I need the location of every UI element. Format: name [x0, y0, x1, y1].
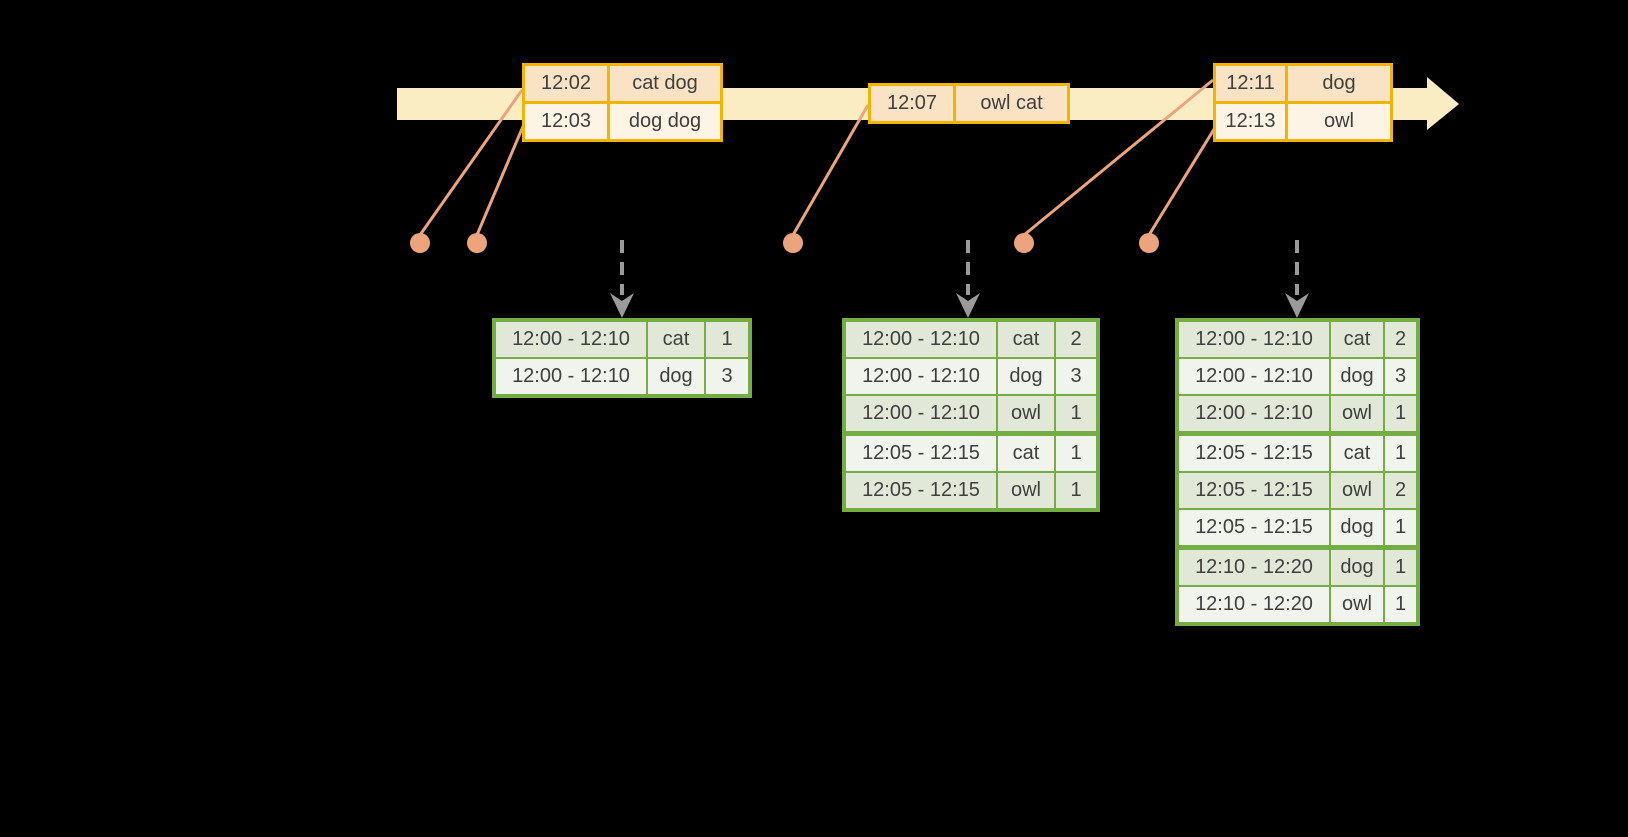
result-window-cell: 12:00 - 12:10 — [496, 322, 646, 357]
result-word-cell: dog — [1331, 359, 1383, 394]
result-window-cell: 12:05 - 12:15 — [1179, 510, 1329, 545]
result-window-cell: 12:00 - 12:10 — [846, 359, 996, 394]
event-time-dot — [467, 233, 487, 253]
trigger-arrow-icon — [610, 240, 634, 318]
result-count-cell: 2 — [1385, 322, 1416, 357]
event-time-dot — [410, 233, 430, 253]
trigger-arrow-head — [956, 293, 980, 318]
result-count-cell: 1 — [1056, 396, 1096, 431]
result-count-cell: 1 — [1385, 550, 1416, 585]
result-count-cell: 3 — [1385, 359, 1416, 394]
event-time-dot — [783, 233, 803, 253]
event-time-cell: 12:11 — [1216, 66, 1285, 101]
timeline-arrowhead-icon — [1427, 77, 1459, 130]
result-word-cell: owl — [1331, 587, 1383, 622]
result-word-cell: dog — [998, 359, 1054, 394]
trigger-arrow-icon — [956, 240, 980, 318]
result-word-cell: dog — [1331, 510, 1383, 545]
event-words-cell: owl — [1288, 104, 1390, 139]
result-count-cell: 1 — [1385, 396, 1416, 431]
result-window-cell: 12:00 - 12:10 — [1179, 322, 1329, 357]
result-word-cell: dog — [648, 359, 704, 394]
result-word-cell: owl — [998, 473, 1054, 508]
result-count-cell: 3 — [706, 359, 748, 394]
event-time-cell: 12:07 — [871, 86, 953, 121]
result-window-cell: 12:05 - 12:15 — [846, 473, 996, 508]
event-time-cell: 12:13 — [1216, 104, 1285, 139]
result-window-cell: 12:00 - 12:10 — [1179, 359, 1329, 394]
event-words-cell: dog — [1288, 66, 1390, 101]
result-window-cell: 12:10 - 12:20 — [1179, 587, 1329, 622]
result-window-cell: 12:10 - 12:20 — [1179, 550, 1329, 585]
result-word-cell: cat — [1331, 436, 1383, 471]
result-count-cell: 2 — [1056, 322, 1096, 357]
result-word-cell: cat — [998, 322, 1054, 357]
result-count-cell: 1 — [1056, 473, 1096, 508]
event-words-cell: owl cat — [956, 86, 1067, 121]
trigger-arrow-head — [1285, 293, 1309, 318]
result-word-cell: cat — [998, 436, 1054, 471]
event-words-cell: dog dog — [610, 104, 720, 139]
result-window-cell: 12:00 - 12:10 — [846, 322, 996, 357]
trigger-arrow-icon — [1285, 240, 1309, 318]
result-word-cell: owl — [1331, 396, 1383, 431]
event-connector-line — [791, 104, 870, 236]
event-connector-line — [475, 123, 526, 236]
result-count-cell: 1 — [1385, 436, 1416, 471]
event-words-cell: cat dog — [610, 66, 720, 101]
event-time-dot — [1014, 233, 1034, 253]
result-count-cell: 1 — [706, 322, 748, 357]
result-word-cell: dog — [1331, 550, 1383, 585]
result-count-cell: 1 — [1056, 436, 1096, 471]
result-word-cell: owl — [998, 396, 1054, 431]
result-window-cell: 12:05 - 12:15 — [846, 436, 996, 471]
result-window-cell: 12:05 - 12:15 — [1179, 436, 1329, 471]
event-connector-line — [418, 89, 524, 236]
result-count-cell: 1 — [1385, 510, 1416, 545]
result-window-cell: 12:00 - 12:10 — [1179, 396, 1329, 431]
event-time-dot — [1139, 233, 1159, 253]
result-window-cell: 12:00 - 12:10 — [846, 396, 996, 431]
event-time-cell: 12:03 — [525, 104, 607, 139]
result-word-cell: cat — [1331, 322, 1383, 357]
event-time-cell: 12:02 — [525, 66, 607, 101]
result-count-cell: 3 — [1056, 359, 1096, 394]
result-word-cell: owl — [1331, 473, 1383, 508]
result-window-cell: 12:05 - 12:15 — [1179, 473, 1329, 508]
result-count-cell: 2 — [1385, 473, 1416, 508]
event-connector-line — [1147, 125, 1218, 236]
event-connector-line — [1023, 78, 1214, 237]
result-count-cell: 1 — [1385, 587, 1416, 622]
result-window-cell: 12:00 - 12:10 — [496, 359, 646, 394]
result-word-cell: cat — [648, 322, 704, 357]
trigger-arrow-head — [610, 293, 634, 318]
